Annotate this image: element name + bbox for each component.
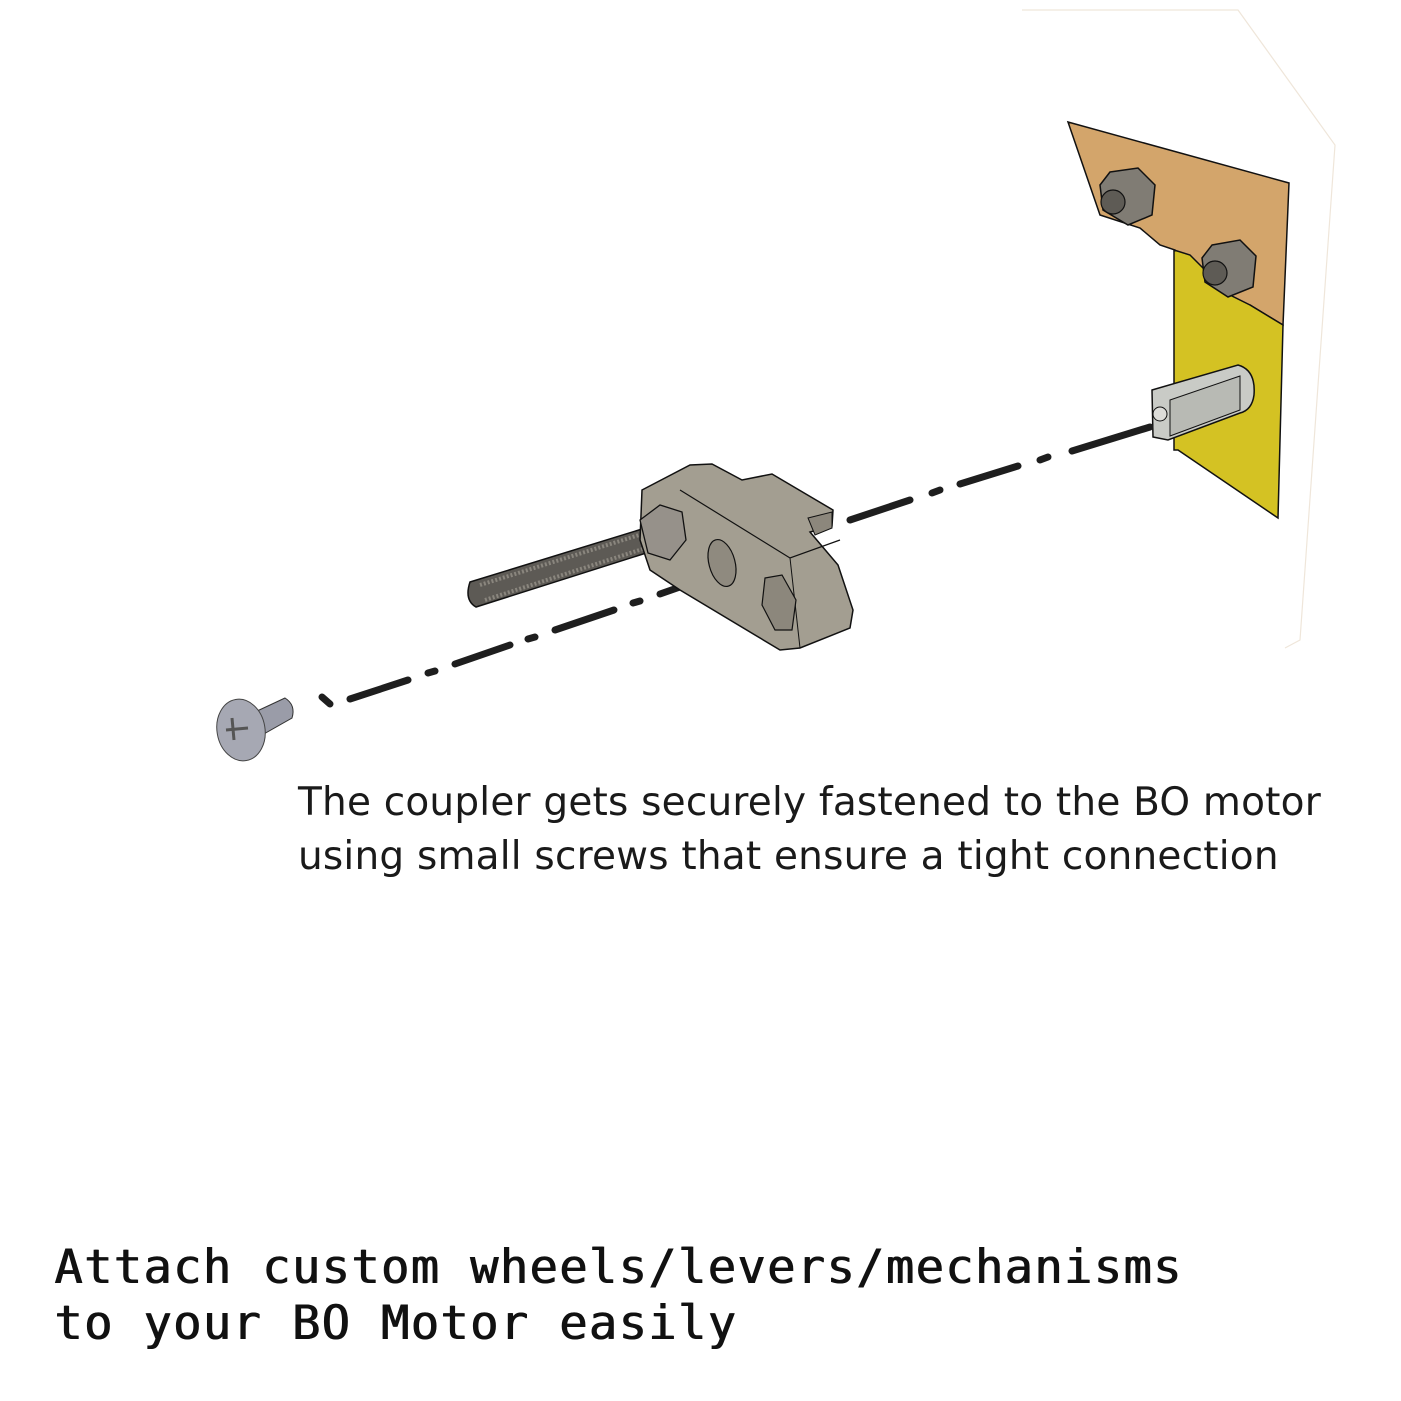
headline-line-1: Attach custom wheels/levers/mechanisms — [54, 1240, 1183, 1295]
hex-nut-top — [1099, 167, 1156, 226]
headline: Attach custom wheels/levers/mechanisms t… — [54, 1240, 1182, 1352]
assembly-axis-line — [318, 423, 1154, 708]
motor-shaft — [1151, 364, 1255, 441]
coupler — [639, 463, 854, 651]
hex-nut-bottom — [1201, 239, 1257, 298]
self-tapping-screw — [216, 697, 294, 762]
headline-line-2: to your BO Motor easily — [54, 1296, 738, 1351]
caption-line-2: using small screws that ensure a tight c… — [298, 834, 1279, 879]
threaded-rod — [467, 524, 663, 608]
caption-line-1: The coupler gets securely fastened to th… — [298, 780, 1321, 825]
assembly-caption: The coupler gets securely fastened to th… — [298, 776, 1321, 884]
